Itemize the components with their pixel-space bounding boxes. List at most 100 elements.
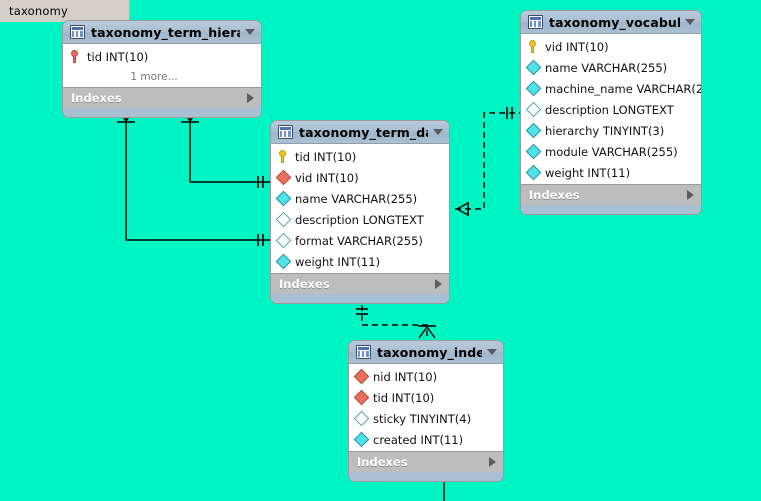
chevron-down-icon[interactable] [487,349,497,355]
column-label: module VARCHAR(255) [545,144,678,159]
table-row[interactable]: machine_name VARCHAR(255) [521,78,701,99]
diamond-icon [525,122,542,139]
indexes-label: Indexes [529,188,580,202]
table-taxonomy_term_data[interactable]: taxonomy_term_data tid INT(10) vid INT(1… [270,120,450,304]
chevron-down-icon[interactable] [433,129,443,135]
table-row[interactable]: name VARCHAR(255) [271,188,449,209]
chevron-right-icon[interactable] [687,190,694,200]
column-label: tid INT(10) [87,49,149,64]
table-title: taxonomy_term_hiera... [91,24,240,40]
table-row[interactable]: format VARCHAR(255) [271,230,449,251]
diamond-icon [275,190,292,207]
column-label: format VARCHAR(255) [295,233,423,248]
table-row[interactable]: nid INT(10) [349,366,503,387]
column-label: vid INT(10) [295,170,359,185]
chevron-right-icon[interactable] [489,457,496,467]
column-label: weight INT(11) [545,165,631,180]
column-list: vid INT(10) name VARCHAR(255) machine_na… [521,34,701,184]
diamond-icon [525,59,542,76]
key-icon [528,40,541,53]
diamond-icon [275,211,292,228]
indexes-section[interactable]: Indexes [271,273,449,294]
table-header[interactable]: taxonomy_term_data [271,121,449,144]
column-label: name VARCHAR(255) [295,191,418,206]
indexes-section[interactable]: Indexes [521,184,701,205]
diamond-icon [275,169,292,186]
diamond-icon [353,389,370,406]
table-taxonomy_index[interactable]: taxonomy_index nid INT(10) tid INT(10) s… [348,340,504,482]
column-label: sticky TINYINT(4) [373,411,472,426]
table-icon [528,15,543,29]
column-label: machine_name VARCHAR(255) [545,81,702,96]
table-icon [70,25,85,39]
column-label: nid INT(10) [373,369,438,384]
diamond-icon [353,431,370,448]
column-list: nid INT(10) tid INT(10) sticky TINYINT(4… [349,364,503,451]
indexes-label: Indexes [279,277,330,291]
relationship-termdata-vocabulary [455,107,520,216]
column-list: tid INT(10) vid INT(10) name VARCHAR(255… [271,144,449,273]
column-label: weight INT(11) [295,254,381,269]
table-row[interactable]: module VARCHAR(255) [521,141,701,162]
indexes-section[interactable]: Indexes [349,451,503,472]
table-row[interactable]: tid INT(10) [271,146,449,167]
indexes-section[interactable]: Indexes [63,87,261,108]
table-row[interactable]: vid INT(10) [521,36,701,57]
table-row[interactable]: vid INT(10) [271,167,449,188]
indexes-label: Indexes [71,91,122,105]
table-footer-strip [349,472,503,481]
table-row[interactable]: tid INT(10) [63,46,261,67]
column-label: created INT(11) [373,432,464,447]
table-row[interactable]: created INT(11) [349,429,503,450]
diamond-icon [353,410,370,427]
relationship-hierarchy-tid [181,108,270,188]
key-icon [278,150,291,163]
table-row[interactable]: name VARCHAR(255) [521,57,701,78]
table-title: taxonomy_vocabulary [549,14,680,30]
table-footer-strip [271,294,449,303]
column-label: name VARCHAR(255) [545,60,668,75]
diamond-icon [525,143,542,160]
diagram-tab-label: taxonomy [9,4,68,18]
collapsed-columns-note[interactable]: 1 more... [130,70,178,83]
table-icon [356,345,371,359]
diamond-icon [353,368,370,385]
column-list: tid INT(10) 1 more... [63,44,261,87]
table-row[interactable]: description LONGTEXT [521,99,701,120]
column-label: hierarchy TINYINT(3) [545,123,665,138]
diamond-icon [525,80,542,97]
chevron-down-icon[interactable] [685,19,695,25]
diagram-tab-taxonomy[interactable]: taxonomy [0,0,130,22]
relationship-termdata-index [356,305,436,340]
column-label: description LONGTEXT [295,212,424,227]
column-label: tid INT(10) [373,390,435,405]
table-footer-strip [63,108,261,117]
table-icon [278,125,293,139]
table-taxonomy_vocabulary[interactable]: taxonomy_vocabulary vid INT(10) name VAR… [520,10,702,215]
table-header[interactable]: taxonomy_vocabulary [521,11,701,34]
relationship-hierarchy-parent [117,108,270,246]
table-taxonomy_term_hierarchy[interactable]: taxonomy_term_hiera... tid INT(10) 1 mor… [62,20,262,118]
diamond-icon [525,164,542,181]
diamond-icon [275,253,292,270]
column-label: description LONGTEXT [545,102,674,117]
indexes-label: Indexes [357,455,408,469]
table-header[interactable]: taxonomy_index [349,341,503,364]
table-title: taxonomy_index [377,344,482,360]
table-row[interactable]: weight INT(11) [271,251,449,272]
column-label: vid INT(10) [545,39,609,54]
diamond-icon [525,101,542,118]
table-header[interactable]: taxonomy_term_hiera... [63,21,261,44]
table-row[interactable]: weight INT(11) [521,162,701,183]
table-row[interactable]: hierarchy TINYINT(3) [521,120,701,141]
chevron-down-icon[interactable] [245,29,255,35]
table-row[interactable]: sticky TINYINT(4) [349,408,503,429]
diamond-icon [275,232,292,249]
table-row[interactable]: description LONGTEXT [271,209,449,230]
table-title: taxonomy_term_data [299,124,428,140]
chevron-right-icon[interactable] [247,93,254,103]
table-row[interactable]: tid INT(10) [349,387,503,408]
chevron-right-icon[interactable] [435,279,442,289]
column-label: tid INT(10) [295,149,357,164]
